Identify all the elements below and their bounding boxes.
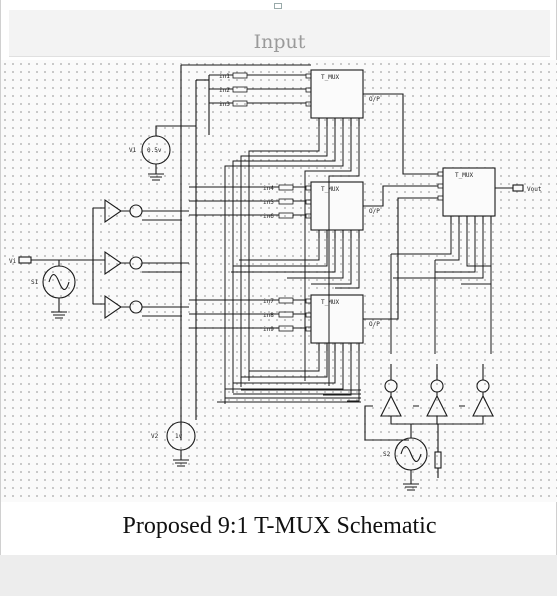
sine-source-s1: S1 bbox=[31, 260, 76, 319]
mux1-feed-wires bbox=[208, 74, 233, 135]
buffer-symbols bbox=[104, 198, 122, 320]
output-label: Vout bbox=[527, 186, 542, 193]
mux3-output-wire bbox=[363, 197, 438, 320]
input-label: Vi bbox=[9, 258, 17, 265]
svg-text:V2: V2 bbox=[151, 433, 159, 440]
schematic-diagram: T_MUX O/P in1 in2 in3 T_MUX O/P in4 in5 … bbox=[9, 64, 542, 491]
output-port bbox=[512, 184, 524, 192]
mux2-output-wire bbox=[363, 185, 438, 207]
mux2-feed-wires bbox=[189, 186, 279, 216]
mux-input-label: in2 bbox=[219, 87, 230, 94]
mux-label: T_MUX bbox=[455, 172, 473, 179]
mux-input-label: in5 bbox=[263, 199, 274, 206]
mux-block-4: T_MUX bbox=[442, 167, 496, 217]
input-port bbox=[18, 256, 32, 264]
mux-input-label: in9 bbox=[263, 326, 274, 333]
svg-text:0.5v: 0.5v bbox=[147, 147, 162, 154]
voltage-source-v1: 0.5v V1 bbox=[129, 125, 196, 181]
mux3-feed-wires bbox=[189, 299, 279, 329]
inverter-bubble bbox=[129, 204, 143, 218]
mux-input-label: in1 bbox=[219, 73, 230, 80]
inverter-bubble bbox=[129, 300, 143, 314]
mux-input-label: in8 bbox=[263, 312, 274, 319]
left-driver-stage: Vi bbox=[9, 64, 311, 440]
mux2-input-wires bbox=[293, 186, 306, 216]
mux1-input-wires bbox=[247, 74, 306, 104]
mux-output-label: O/P bbox=[369, 321, 380, 328]
mux-input-label: in4 bbox=[263, 185, 274, 192]
schematic-canvas: T_MUX O/P in1 in2 in3 T_MUX O/P in4 in5 … bbox=[1, 60, 557, 502]
inverter-bubble bbox=[129, 256, 143, 270]
svg-text:S2: S2 bbox=[383, 451, 391, 458]
input-header: Input bbox=[9, 10, 550, 57]
mux-block-3: T_MUX O/P in7 in8 in9 bbox=[263, 294, 380, 344]
buffer-symbols bbox=[380, 394, 494, 417]
svg-text:S1: S1 bbox=[31, 279, 39, 286]
voltage-source-v2: 1v V2 bbox=[151, 421, 196, 467]
mux3-input-wires bbox=[293, 299, 306, 329]
svg-text:1v: 1v bbox=[175, 433, 183, 440]
mux-block-2: T_MUX O/P in4 in5 in6 bbox=[263, 181, 380, 231]
right-driver-stage: S2 bbox=[364, 364, 494, 491]
mux-input-label: in3 bbox=[219, 101, 230, 108]
mux-label: T_MUX bbox=[321, 186, 339, 193]
diagram-frame: Input T_MUX O/P in1 in2 in3 T_MUX O/P in… bbox=[0, 0, 557, 555]
mux-input-label: in6 bbox=[263, 213, 274, 220]
resize-handle[interactable] bbox=[274, 3, 282, 9]
mux-label: T_MUX bbox=[321, 299, 339, 306]
control-bus bbox=[217, 126, 492, 404]
footer-band bbox=[0, 555, 557, 596]
mux-block-1: T_MUX O/P in1 in2 in3 bbox=[219, 69, 380, 119]
mux-label: T_MUX bbox=[321, 74, 339, 81]
mux-bottom-pins bbox=[318, 118, 492, 351]
mux1-output-wire bbox=[363, 93, 438, 175]
mux-output-label: O/P bbox=[369, 96, 380, 103]
mux-output-label: O/P bbox=[369, 208, 380, 215]
svg-text:V1: V1 bbox=[129, 147, 137, 154]
resistor bbox=[434, 451, 442, 469]
figure-caption: Proposed 9:1 T-MUX Schematic bbox=[122, 513, 437, 539]
input-title: Input bbox=[253, 31, 306, 53]
mux-input-label: in7 bbox=[263, 298, 274, 305]
